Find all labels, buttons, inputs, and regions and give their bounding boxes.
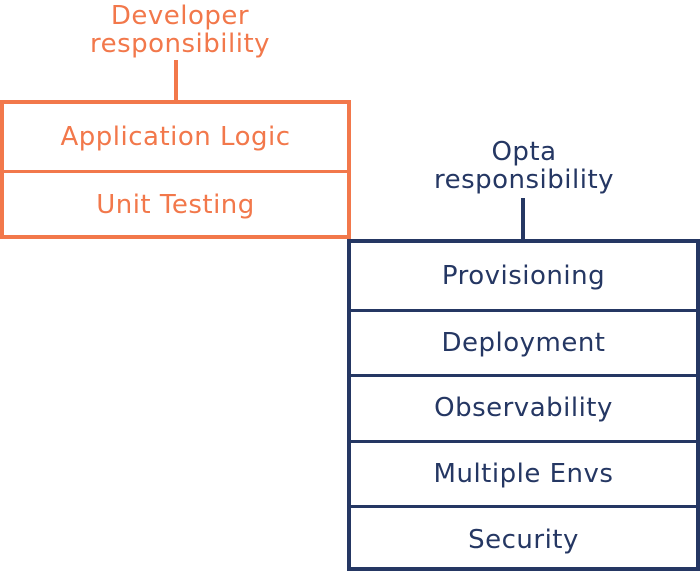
developer-connector-line: [174, 60, 178, 102]
developer-item-application-logic: Application Logic: [60, 122, 291, 152]
opta-heading: Opta responsibility: [400, 138, 648, 194]
opta-connector-line: [521, 198, 525, 242]
developer-heading: Developer responsibility: [60, 2, 300, 58]
opta-item-deployment: Deployment: [351, 308, 696, 375]
developer-responsibility-stack: Application Logic Unit Testing: [0, 100, 351, 239]
opta-item-provisioning: Provisioning: [441, 260, 606, 291]
opta-heading-line2: responsibility: [433, 165, 615, 195]
developer-heading-line1: Developer: [110, 1, 250, 31]
developer-heading-line2: responsibility: [89, 29, 271, 59]
developer-item-unit-testing: Unit Testing: [4, 170, 347, 236]
opta-item-security: Security: [351, 505, 696, 571]
opta-heading-line1: Opta: [491, 137, 557, 167]
opta-item-multiple-envs: Multiple Envs: [351, 439, 696, 506]
opta-item-observability: Observability: [351, 374, 696, 440]
opta-responsibility-stack: Provisioning Deployment Observability Mu…: [347, 239, 700, 571]
